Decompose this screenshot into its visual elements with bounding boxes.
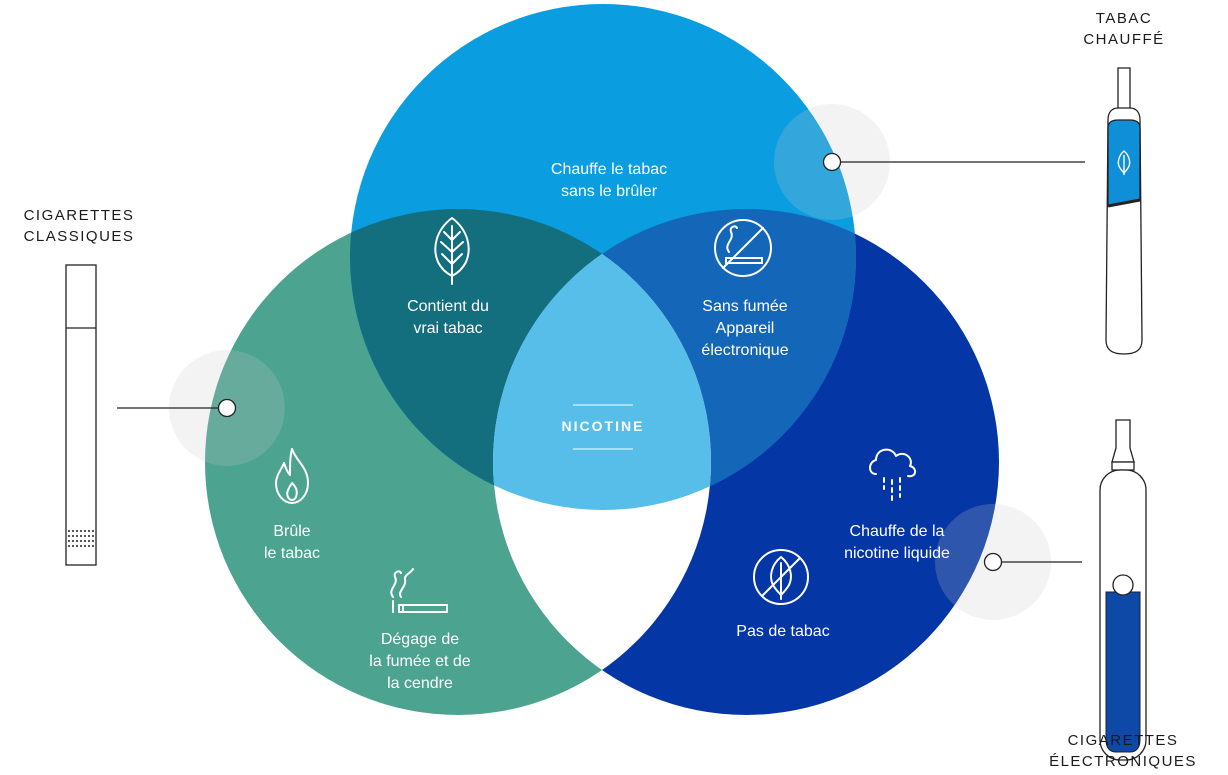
ecig-heats-liquid-label: Chauffe de la nicotine liquide	[844, 521, 950, 565]
category-heated-title: TABAC CHAUFFÉ	[1083, 8, 1164, 50]
smoking-cigarette-icon	[390, 568, 448, 613]
liquid-line-1: Chauffe de la	[849, 523, 945, 540]
heated-description: Chauffe le tabac sans le brûler	[551, 159, 667, 203]
overlap-heated-ecig-label: Sans fumée Appareil électronique	[701, 296, 788, 362]
ash-dots	[68, 530, 94, 547]
cat-ecig-line-1: CIGARETTES	[1067, 732, 1179, 749]
category-classic-title: CIGARETTES CLASSIQUES	[24, 205, 135, 247]
heated-text-line-1: Chauffe le tabac	[550, 161, 668, 178]
smoke-line-3: la cendre	[387, 675, 453, 692]
no-tobacco-line-1: Pas de tabac	[736, 623, 830, 640]
cat-heated-line-2: CHAUFFÉ	[1083, 31, 1165, 48]
cat-classic-line-2: CLASSIQUES	[23, 228, 135, 245]
heated-text-line-2: sans le brûler	[560, 183, 658, 200]
cat-classic-line-1: CIGARETTES	[23, 207, 135, 224]
burns-line-2: le tabac	[263, 545, 321, 562]
ecig-no-tobacco-label: Pas de tabac	[736, 621, 829, 643]
classic-cigarette-illustration	[65, 264, 97, 566]
category-ecig-title: CIGARETTES ÉLECTRONIQUES	[1049, 730, 1197, 772]
ecig-illustration	[1099, 419, 1147, 761]
heated-tobacco-illustration	[1105, 67, 1143, 355]
crossed-leaf-icon	[753, 549, 809, 605]
overlap-classic-heated-label: Contient du vrai tabac	[407, 296, 489, 340]
leaf-icon	[434, 217, 470, 285]
smoke-line-1: Dégage de	[380, 631, 460, 648]
nicotine-label: NICOTINE	[561, 418, 645, 434]
overlap-ch-line-1: Contient du	[407, 298, 489, 315]
liquid-line-2: nicotine liquide	[844, 545, 950, 562]
connector-dot-ecig	[983, 552, 1003, 572]
vapor-cloud-icon	[869, 448, 916, 501]
smoke-line-2: la fumée et de	[369, 653, 471, 670]
burns-line-1: Brûle	[273, 523, 311, 540]
classic-burns-label: Brûle le tabac	[264, 521, 320, 565]
no-smoking-icon	[714, 219, 772, 277]
overlap-he-line-3: électronique	[701, 342, 789, 359]
flame-icon	[275, 448, 309, 504]
connector-dot-heated	[822, 152, 842, 172]
connector-dot-classic	[217, 398, 237, 418]
overlap-ch-line-2: vrai tabac	[413, 320, 483, 337]
overlap-he-line-1: Sans fumée	[702, 298, 788, 315]
device-leaf-icon	[1117, 150, 1131, 175]
overlap-center	[493, 209, 711, 510]
cat-heated-line-1: TABAC	[1095, 10, 1153, 27]
cat-ecig-line-2: ÉLECTRONIQUES	[1049, 753, 1197, 770]
overlap-he-line-2: Appareil	[715, 320, 775, 337]
classic-smoke-label: Dégage de la fumée et de la cendre	[369, 629, 470, 695]
